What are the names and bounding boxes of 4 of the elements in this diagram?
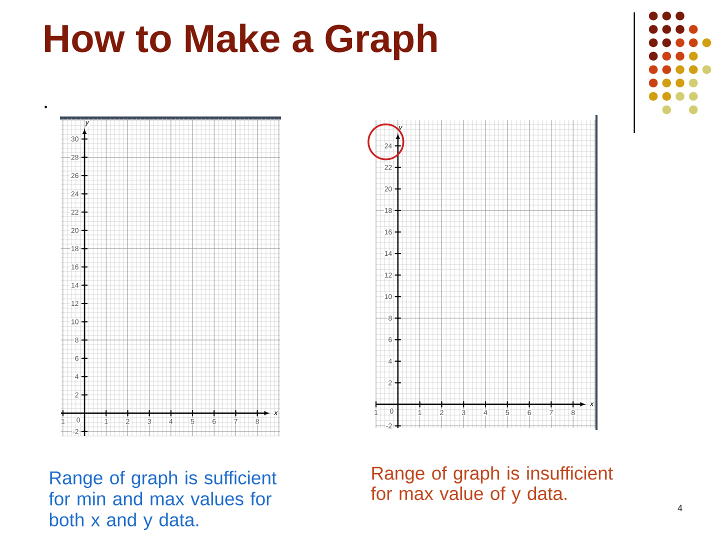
caption-text: Range of graph is insufficient for max value of y data.	[370, 466, 613, 504]
slide-title: How to Make a Graph	[45, 24, 437, 60]
caption-text: Range of graph is sufficient for min and max values for both x and y data.	[48, 470, 276, 530]
page-number: 4	[678, 504, 682, 512]
